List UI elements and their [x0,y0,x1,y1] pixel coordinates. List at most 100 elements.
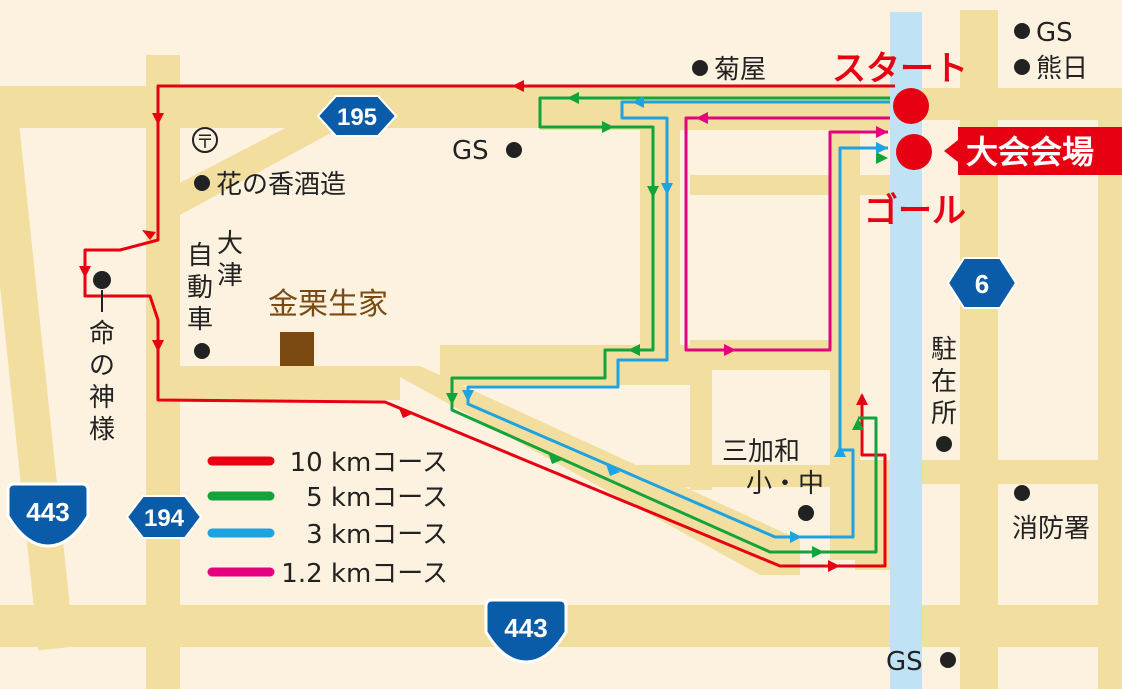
post-office-mark: 〒 [196,132,214,153]
road-195-east [905,88,1122,120]
legend-label-1-2km: 1.2 kmコース [281,559,448,589]
landmark-otsu-1: 大 [217,229,243,259]
arrow-magenta [876,126,888,138]
shield-443-south: 443 [484,598,568,664]
arrow-red [828,560,840,572]
arrow-green [446,393,458,405]
landmark-chuzaisho-2: 在 [931,367,957,397]
road-mid-h [170,366,400,400]
course-routes [83,84,895,568]
landmark-chuzaisho-3: 所 [931,399,957,429]
shield-6: 6 [946,257,1018,309]
shield-194: 194 [125,495,203,539]
arrow-blue [661,183,673,195]
landmarks: 菊屋 GS 熊日 GS 〒 花の香酒造 命 の 神 様 大 津 自 動 車 金栗… [89,18,1090,677]
shield-195: 195 [316,95,398,137]
venue-pointer [944,140,958,162]
arrow-magenta [724,344,736,356]
landmark-jidosha-2: 動 [187,273,213,303]
goal-label: ゴール [864,191,966,231]
arrow-magenta [696,112,708,124]
landmark-kanakuri: 金栗生家 [268,287,388,322]
route-shield-icon [316,95,398,137]
road-inner-h3 [690,340,840,370]
landmark-gs-bottom: GS [886,647,923,677]
arrow-green [647,186,659,198]
arrow-red [79,266,91,278]
route-shield-icon [484,598,568,664]
landmark-dot [798,505,814,521]
landmark-dot [506,142,522,158]
road-east-conn [890,460,1122,484]
arrow-red [142,230,156,240]
landmark-dot [940,652,956,668]
landmark-dot [1014,59,1030,75]
landmark-dot [936,436,952,452]
landmark-gs-top: GS [1036,18,1073,48]
road-inner-v3 [690,370,712,490]
start-label: スタート [832,49,968,89]
arrow-green [876,152,888,164]
landmark-gs-mid: GS [452,136,489,166]
route-number-443-west: 443 [26,497,69,527]
landmark-dot [194,343,210,359]
route-1-2km [684,116,890,352]
landmark-inochi-1: 命 [89,319,115,349]
landmark-chuzaisho-1: 駐 [931,335,957,365]
legend-label-3km: 3 kmコース [306,520,448,550]
road-east-far [1098,110,1122,689]
venue-box [958,127,1122,175]
landmark-inochi-2: の [89,351,115,381]
post-office-icon [192,127,218,153]
road-inner-v1 [640,110,680,370]
arrow-red [152,340,164,352]
landmark-inochi-3: 神 [89,383,115,413]
road-east-6 [960,10,998,689]
arrow-green [812,546,824,558]
start-marker [893,88,929,124]
road-inner-h4 [600,465,890,487]
arrow-red [152,113,164,125]
landmark-school-2: 小・中 [746,469,824,499]
arrow-red [512,80,524,92]
landmark-kikuya: 菊屋 [714,55,766,85]
river [890,12,922,689]
goal-marker [896,134,932,170]
shield-443-west: 443 [6,482,90,548]
route-shield-icon [125,495,203,539]
landmark-otsu-2: 津 [217,261,243,291]
legend-label-10km: 10 kmコース [290,448,448,478]
landmark-dot [93,271,111,289]
road-nw-diag [170,110,340,215]
landmark-school-1: 三加和 [722,437,800,467]
route-5km [450,96,890,554]
route-10km [83,84,895,568]
arrow-green [628,344,640,356]
landmark-sake-brewery: 花の香酒造 [216,170,346,200]
arrow-green [602,121,614,133]
venue-label: 大会会場 [966,133,1094,171]
route-number-194: 194 [144,505,185,532]
legend-label-5km: 5 kmコース [306,483,448,513]
landmark-dot [692,60,708,76]
route-number-6: 6 [975,269,989,299]
landmark-fire-station: 消防署 [1012,514,1090,544]
arrow-blue [876,142,888,154]
landmark-inochi-4: 様 [89,415,115,445]
arrow-blue [632,96,644,108]
arrow-blue [790,531,802,543]
arrow-blue [462,390,474,402]
landmark-jidosha-1: 自 [187,241,213,271]
arrow-green [567,92,579,104]
arrow-green [548,452,562,464]
kanakuri-house-icon [280,332,314,366]
arrow-red [398,406,412,418]
legend: 10 kmコース 5 kmコース 3 kmコース 1.2 kmコース [207,448,448,589]
route-arrows [79,80,888,572]
landmark-dot [1014,23,1030,39]
arrow-green [852,418,864,430]
route-3km [466,100,890,539]
route-shield-icon [6,482,90,548]
route-number-443-south: 443 [504,613,547,643]
